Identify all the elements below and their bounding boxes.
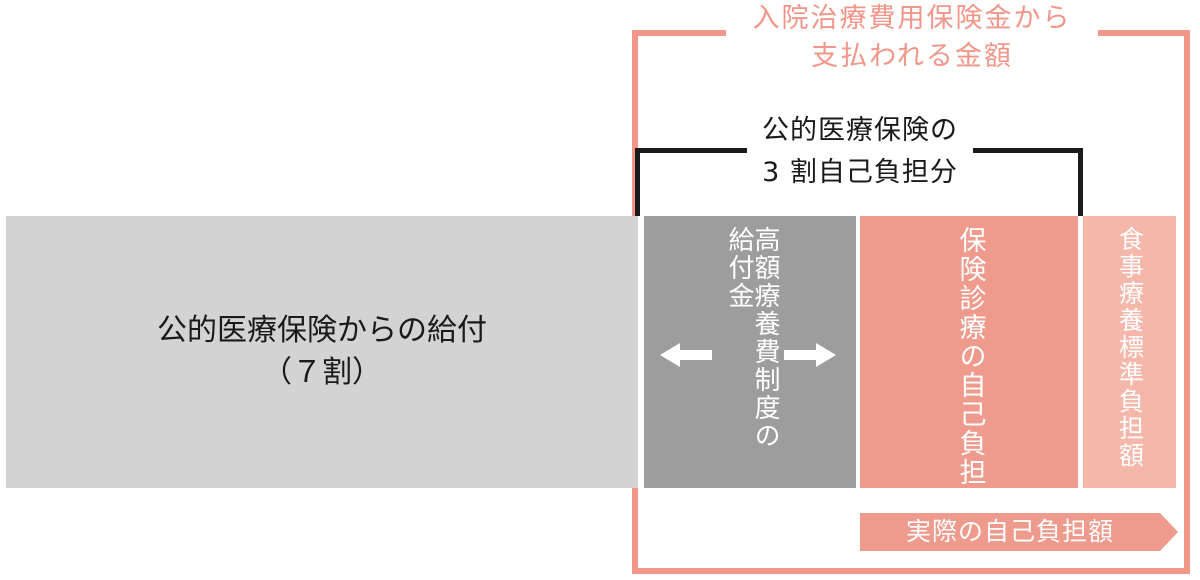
meal-cost-block [1083, 216, 1176, 488]
copay-bracket-right [1078, 148, 1083, 216]
copay-bracket-title: 公的医療保険の 3 割自己負担分 [720, 110, 1000, 194]
public-insurance-line-1: 公的医療保険からの給付 [157, 313, 487, 348]
high-cost-column-2: 給付金 [724, 226, 754, 310]
left-arrow-icon [660, 343, 712, 367]
public-insurance-line-2: （７割） [262, 355, 382, 390]
outer-frame-top-left [632, 30, 726, 36]
high-cost-column-1: 高額療養費制度の [750, 226, 780, 450]
right-arrow-icon [784, 343, 836, 367]
arrow-shape [860, 513, 1178, 551]
meal-cost-label-wrap: 食事療養標準負担額 [1108, 226, 1152, 484]
actual-copay-arrow [860, 513, 1178, 551]
copay-title-line-2: 3 割自己負担分 [762, 157, 958, 188]
outer-frame-top-right [1098, 30, 1184, 36]
meal-cost-label: 食事療養標準負担額 [1115, 226, 1145, 469]
actual-copay-label: 実際の自己負担額 [905, 517, 1114, 546]
copay-bracket-left [635, 148, 640, 216]
outer-title-line-2: 支払われる金額 [811, 41, 1013, 72]
copay-title-line-1: 公的医療保険の [762, 115, 958, 146]
outer-frame-title: 入院治療費用保険金から 支払われる金額 [712, 0, 1112, 76]
outer-title-line-1: 入院治療費用保険金から [752, 3, 1072, 34]
double-arrow-icon [660, 343, 836, 367]
copay-bracket-top-left [635, 148, 747, 153]
public-insurance-block: 公的医療保険からの給付 （７割） [6, 216, 638, 488]
copay-bracket-top-right [973, 148, 1083, 153]
high-cost-benefit-label: 高額療養費制度の 給付金 [712, 226, 792, 484]
insured-copay-label: 保険診療の自己負担 [954, 226, 986, 487]
insured-copay-label-wrap: 保険診療の自己負担 [946, 226, 994, 487]
insured-copay-block [860, 216, 1078, 488]
